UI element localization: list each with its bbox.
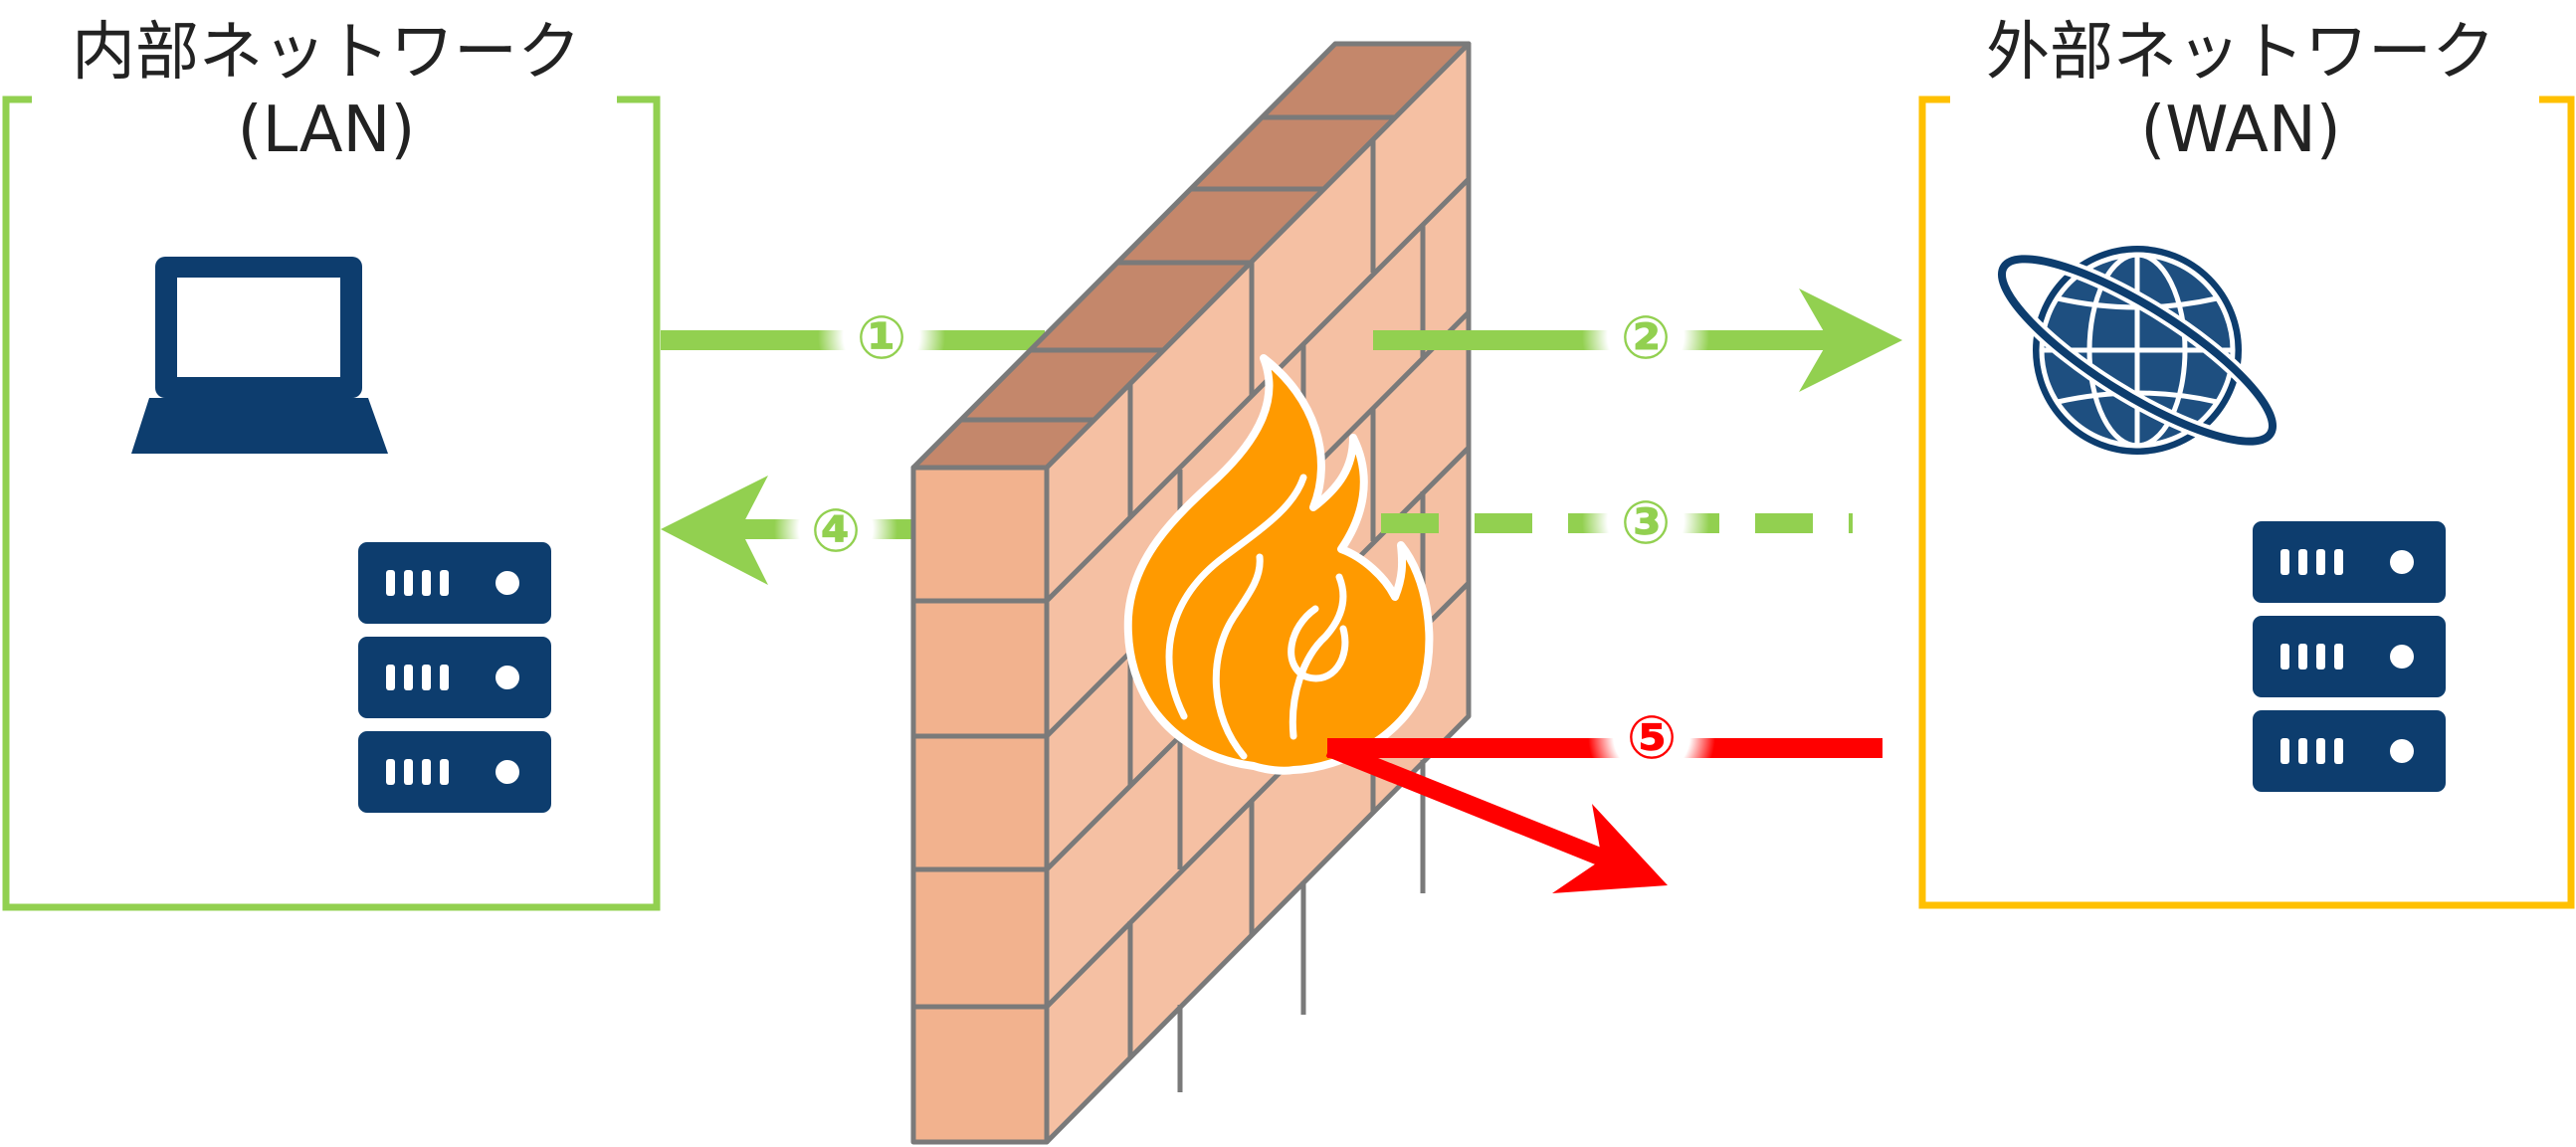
lan-zone-border [2,96,661,911]
lan-title-line1: 内部ネットワーク [72,16,581,90]
step5-label: ⑤ [1627,703,1678,773]
step4-label: ④ [811,496,862,566]
laptop-icon [131,257,388,454]
step3-label: ③ [1621,488,1672,558]
flame-icon [1123,354,1434,775]
step2-label: ② [1621,303,1672,373]
wan-server-icon [2253,521,2446,792]
globe-icon [1993,246,2281,455]
step3-badge: ③ [1582,458,1709,585]
step1-badge: ① [818,273,945,400]
wan-zone-border [1918,96,2575,909]
lan-server-icon [358,542,551,813]
step4-badge: ④ [774,468,897,591]
wan-title-line1: 外部ネットワーク [1986,16,2495,90]
wan-zone: 外部ネットワーク (WAN) [1918,16,2575,909]
wan-title-line2: (WAN) [2140,94,2340,167]
step1-label: ① [857,303,907,373]
step2-badge: ② [1582,273,1709,400]
lan-zone: 内部ネットワーク (LAN) [2,16,661,911]
lan-title-line2: (LAN) [238,94,416,167]
step5-badge: ⑤ [1588,672,1715,800]
